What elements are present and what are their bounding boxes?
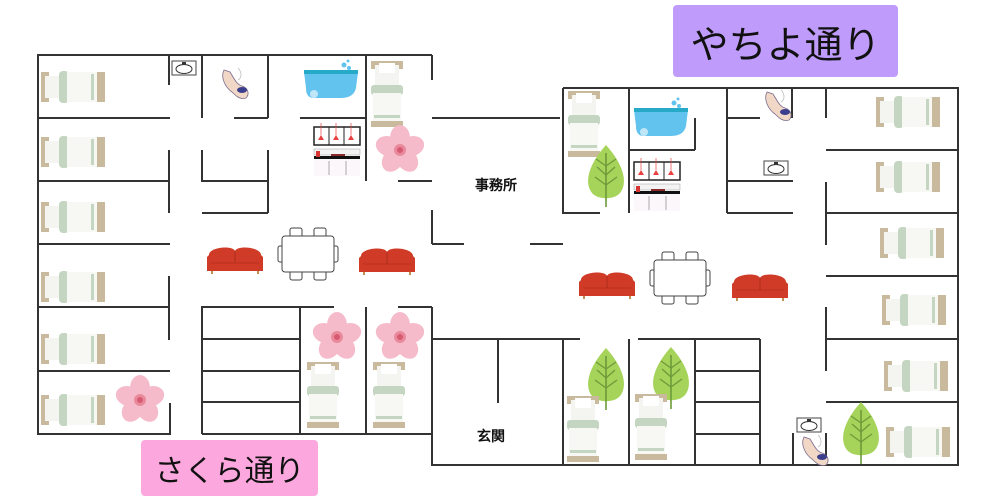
bed-icon (41, 136, 105, 168)
sofa-icon (578, 272, 636, 300)
sofa-icon (206, 247, 264, 275)
bed-icon (41, 394, 105, 426)
sofa-icon (358, 248, 416, 276)
bed-icon (880, 227, 944, 259)
bed-icon (876, 161, 940, 193)
right-furniture (567, 89, 950, 467)
sakura-flower-icon (310, 312, 364, 364)
bed-icon (882, 294, 946, 326)
bed-icon (41, 333, 105, 365)
bed-icon (371, 61, 403, 127)
bed-icon (373, 362, 405, 428)
bathtub-icon (304, 59, 358, 98)
bed-icon (884, 360, 948, 392)
dining-table-icon (277, 227, 339, 281)
dining-table-icon (649, 251, 711, 305)
sink-icon (171, 60, 197, 76)
toilet-icon (802, 434, 829, 467)
bed-icon (41, 201, 105, 233)
left-building-walls (37, 54, 563, 435)
bed-icon (41, 71, 105, 103)
room-label-office: 事務所 (475, 178, 517, 194)
street-name: さくら通り (154, 454, 305, 489)
toilet-icon (765, 89, 792, 122)
sakura-flower-icon (113, 375, 167, 427)
street-name: やちよ通り (690, 22, 881, 67)
tree-icon (842, 401, 880, 465)
street-label-yachiyo: やちよ通り (673, 5, 898, 77)
sink-icon (796, 417, 822, 433)
sofa-icon (731, 274, 789, 302)
bed-icon (886, 426, 950, 458)
room-label-entrance: 玄関 (477, 429, 505, 445)
bed-icon (635, 394, 667, 460)
bed-icon (41, 271, 105, 303)
toilet-icon (222, 67, 249, 100)
bed-icon (567, 396, 599, 462)
bed-icon (568, 91, 600, 157)
sink-icon (763, 160, 789, 176)
kitchen-icon (313, 122, 361, 177)
kitchen-icon (633, 157, 681, 212)
sakura-flower-icon (373, 125, 427, 177)
right-building-walls (431, 87, 959, 466)
street-label-sakura: さくら通り (141, 440, 318, 496)
sakura-flower-icon (373, 312, 427, 364)
bed-icon (876, 96, 940, 128)
bathtub-icon (634, 97, 688, 136)
bed-icon (307, 362, 339, 428)
